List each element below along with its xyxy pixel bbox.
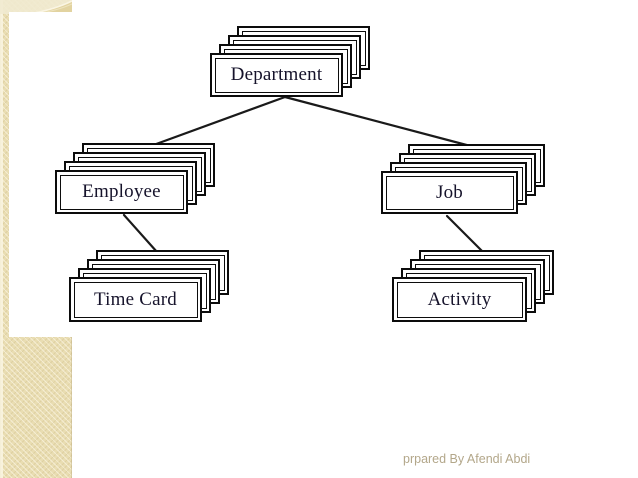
stack-front-box: Time Card [69,277,202,322]
node-label-job: Job [436,181,463,203]
node-label-activity: Activity [427,288,492,310]
node-label-time-card: Time Card [94,288,177,310]
edge-job-activity [445,214,485,254]
stack-front-box: Activity [392,277,527,322]
stack-front-box: Department [210,53,343,97]
stack-front-box: Employee [55,170,188,214]
edge-department-job [283,95,480,150]
edge-department-employee [146,95,287,149]
edge-employee-timecard [122,213,159,254]
node-label-employee: Employee [82,181,161,202]
stack-front-box: Job [381,171,518,214]
node-label-department: Department [230,64,323,85]
corner-curve-decoration [0,0,72,14]
footer-credit: prpared By Afendi Abdi [403,452,531,466]
